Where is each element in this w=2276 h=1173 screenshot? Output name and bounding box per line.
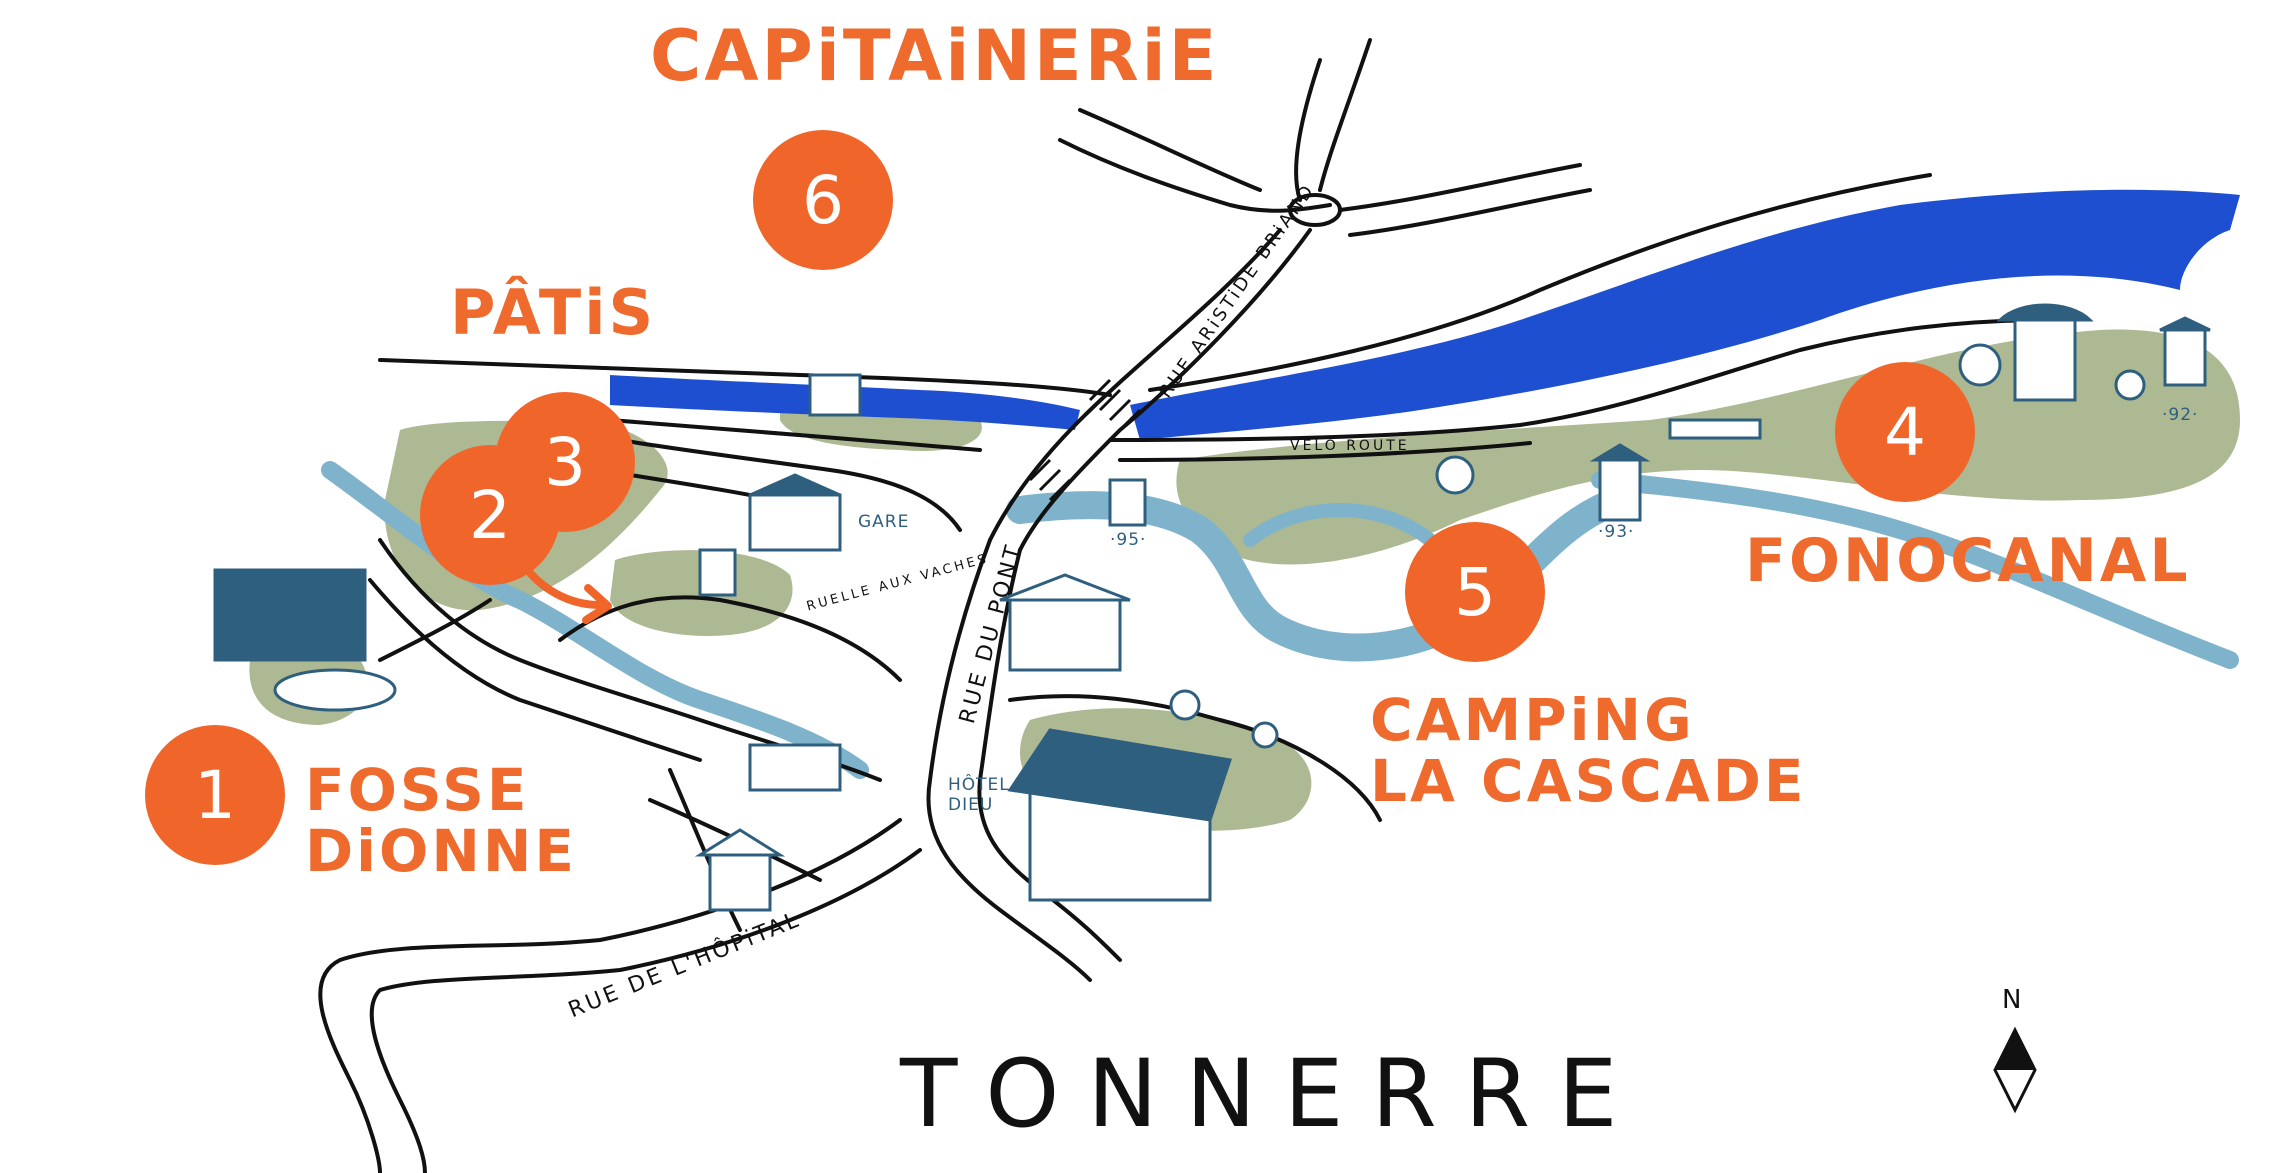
building-gare (748, 493, 842, 552)
road-loop (558, 595, 902, 682)
place-camping: CAMPiNG LA CASCADE (1370, 686, 1807, 815)
marker-3[interactable]: 3 (495, 392, 635, 532)
canal-south-bank (608, 418, 982, 452)
stream-loop (1243, 503, 1437, 547)
marker-arrow-head (582, 584, 612, 624)
compass-icon (1993, 1026, 2037, 1114)
tree-3 (2114, 369, 2146, 401)
tree-2 (1958, 343, 2002, 387)
label-hotel-dieu: HÔTEL DIEU (948, 775, 1010, 815)
marker-4[interactable]: 4 (1835, 362, 1975, 502)
tree-4 (1169, 689, 1201, 721)
building-kiosk (698, 548, 737, 597)
bridge-south (1028, 458, 1072, 502)
building-gare-roof (749, 473, 841, 497)
road-north (1294, 58, 1322, 202)
tree-1 (1435, 455, 1475, 495)
velo-route-upper (1108, 318, 2052, 442)
road-gare-1 (618, 438, 962, 532)
marker-6[interactable]: 6 (753, 130, 893, 270)
fosse-basin (273, 668, 397, 712)
building-church-roof (1007, 728, 1232, 822)
compass-label: N (2002, 985, 2022, 1015)
building-boat (1668, 418, 1762, 440)
road-north-east-1 (1058, 138, 1332, 213)
building-tower-92 (2163, 328, 2207, 387)
label-gare: GARE (858, 512, 910, 532)
marker-1[interactable]: 1 (145, 725, 285, 865)
road-north-2 (1318, 38, 1372, 192)
building-fosse-row (213, 568, 367, 662)
road-east-north-2 (1348, 188, 1592, 237)
rue-aristide-briand-left (988, 228, 1282, 542)
label-marker-93: ·93· (1598, 522, 1635, 542)
building-bakery-roof (694, 828, 786, 857)
street-velo-route: VÉLO ROUTE (1290, 438, 1410, 454)
trees (1169, 343, 2146, 749)
park-main-east (1176, 329, 2240, 565)
marker-5[interactable]: 5 (1405, 522, 1545, 662)
place-capitainerie: CAPiTAiNERiE (650, 15, 1220, 97)
rue-du-pont-left (926, 538, 1092, 982)
place-fonocanal: FONOCANAL (1745, 526, 2191, 596)
canal-east (1130, 189, 2240, 440)
rue-du-pont-right (977, 548, 1122, 962)
road-west-2 (368, 578, 702, 762)
building-capitainerie-hut (808, 373, 862, 417)
bridges (1028, 378, 1142, 502)
velo-route-lower (1118, 441, 1532, 462)
canal-north-bank (378, 358, 1112, 397)
roundabout (1288, 193, 1342, 227)
rue-de-lhopital-inner (369, 848, 922, 1173)
place-fosse-dionne: FOSSE DiONNE (305, 756, 578, 885)
label-marker-92: ·92· (2162, 405, 2199, 425)
label-marker-95: ·95· (1110, 530, 1147, 550)
building-bandstand-roof (1996, 303, 2094, 322)
building-tower-93 (1598, 458, 1642, 522)
building-bandstand (2013, 318, 2077, 402)
bridge-north (1088, 378, 1142, 432)
building-tower-92-roof (2159, 316, 2211, 332)
road-north-east-2 (1078, 108, 1262, 192)
building-barn (1008, 598, 1122, 672)
buildings (213, 303, 2211, 912)
building-tower-93-roof (1589, 443, 1651, 462)
place-patis: PÂTiS (450, 276, 657, 349)
building-tower-95 (1108, 478, 1147, 527)
building-station (748, 743, 842, 792)
building-bakery (708, 853, 772, 912)
roads (318, 38, 2052, 1173)
building-barn-roof (999, 573, 1131, 602)
road-church (1008, 694, 1382, 822)
tree-5 (1251, 721, 1279, 749)
road-fosse (378, 598, 492, 662)
town-name: TONNERRE (900, 1040, 1646, 1149)
road-east-north (1338, 163, 1582, 212)
canal-east-north-bank (1148, 173, 1932, 392)
stream-east (1591, 471, 2239, 669)
